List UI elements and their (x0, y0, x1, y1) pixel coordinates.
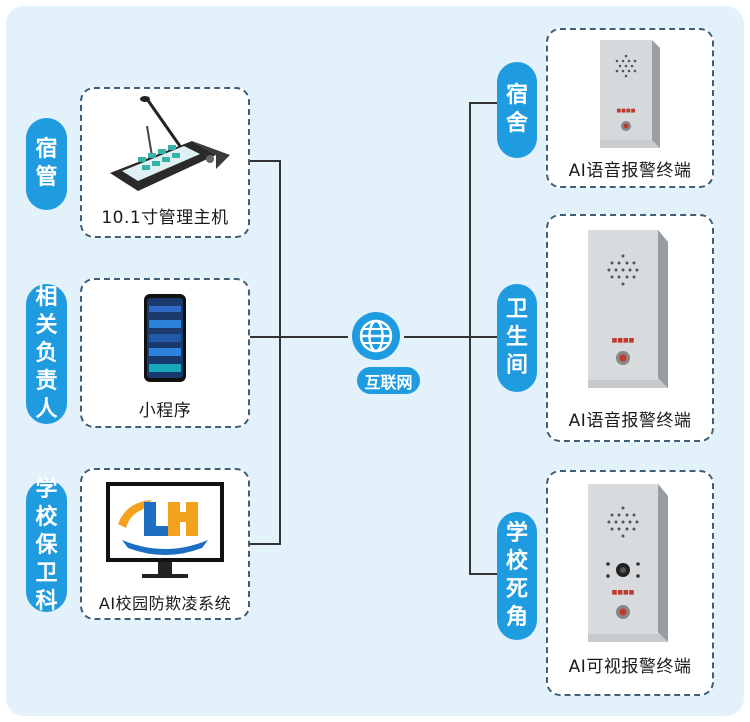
device-card-anti-bullying-system: AI校园防欺凌系统 (80, 468, 250, 620)
device-caption: 小程序 (138, 401, 192, 421)
device-card-mini-program: 小程序 (80, 278, 250, 428)
device-caption: 10.1寸管理主机 (101, 208, 229, 228)
right-label-blind-spot: 学校死角 (497, 512, 537, 640)
device-card-voice-alarm-dorm: ■■■■ AI语音报警终端 (546, 28, 714, 188)
device-caption: AI语音报警终端 (568, 161, 692, 181)
svg-text:■■■■: ■■■■ (612, 589, 635, 596)
device-card-management-host: 10.1寸管理主机 (80, 87, 250, 238)
connector-line (469, 102, 471, 575)
device-caption: AI可视报警终端 (568, 657, 692, 677)
management-host-image (110, 96, 230, 191)
left-label-security-office: 学校保卫科 (26, 477, 67, 614)
device-card-visual-alarm-blind-spot: ■■■■ AI可视报警终端 (546, 470, 714, 696)
left-label-dorm-manager: 宿管 (26, 118, 67, 210)
left-label-responsible-person: 相关负责人 (26, 284, 67, 424)
video-alarm-terminal-image: ■■■■ (588, 484, 668, 642)
device-caption: AI校园防欺凌系统 (98, 594, 232, 613)
alarm-terminal-image: ■■■■ (600, 40, 660, 148)
connector-line (469, 102, 499, 104)
connector-line (250, 336, 348, 338)
device-card-voice-alarm-restroom: ■■■■ AI语音报警终端 (546, 214, 714, 442)
monitor-logo-image (106, 482, 224, 578)
alarm-terminal-image: ■■■■ (588, 230, 668, 388)
connector-line (469, 336, 499, 338)
connector-line (250, 543, 280, 545)
device-caption: AI语音报警终端 (568, 411, 692, 431)
connector-line (469, 573, 499, 575)
connector-line (250, 160, 280, 162)
right-label-restroom: 卫生间 (497, 284, 537, 392)
svg-text:■■■■: ■■■■ (612, 337, 635, 344)
svg-text:■■■■: ■■■■ (617, 108, 636, 114)
internet-label: 互联网 (357, 367, 420, 394)
right-label-dormitory: 宿舍 (497, 62, 537, 158)
connector-line (279, 160, 281, 545)
connector-line (404, 336, 470, 338)
globe-icon (352, 312, 400, 360)
smartphone-image (144, 294, 186, 382)
